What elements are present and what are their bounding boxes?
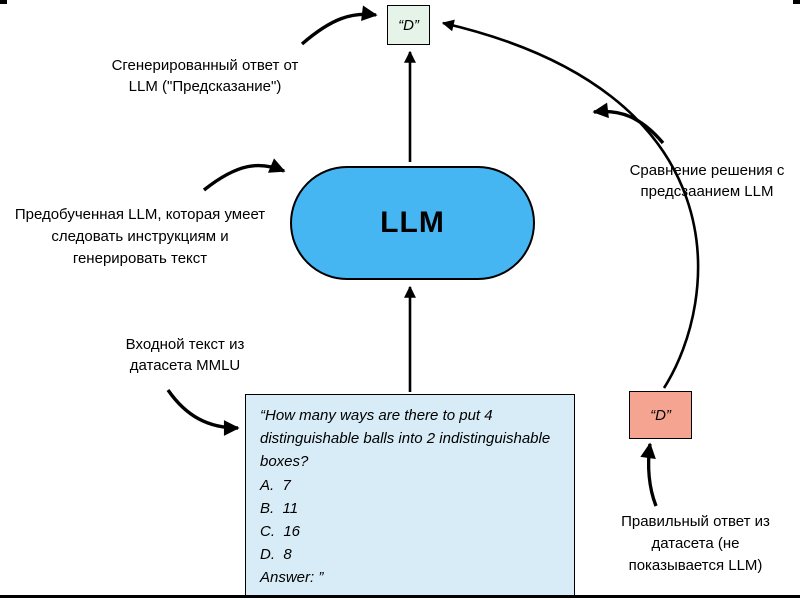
arrow-label-to-comparison-curve — [592, 102, 665, 145]
correct-answer-label: Правильный ответ из датасета (не показыв… — [621, 513, 770, 574]
generated-answer-label: Сгенерированный ответ от LLM ("Предсказа… — [111, 57, 299, 95]
comparison-label: Сравнение решения с предсзаанием LLM — [629, 162, 785, 200]
arrow-label-to-question-box — [166, 389, 240, 436]
corner-mark-top-right — [793, 0, 800, 4]
arrow-label-to-answer-box — [640, 442, 658, 507]
input-text-label: Входной текст из датасета MMLU — [125, 336, 245, 374]
corner-mark-top-left — [0, 0, 7, 4]
llm-node: LLM — [290, 166, 535, 280]
prediction-value: “D” — [398, 16, 419, 34]
pretrained-llm-label: Предобученная LLM, которая умеет следова… — [14, 206, 266, 267]
question-box: “How many ways are there to put 4 distin… — [245, 394, 575, 598]
correct-answer-box: “D” — [629, 391, 692, 439]
arrow-label-to-llm — [202, 158, 286, 192]
prediction-box: “D” — [387, 5, 430, 45]
llm-node-label: LLM — [380, 206, 445, 239]
correct-answer-value: “D” — [650, 406, 671, 424]
slide-bottom-border — [0, 595, 800, 598]
arrow-label-to-prediction-box — [300, 5, 378, 46]
